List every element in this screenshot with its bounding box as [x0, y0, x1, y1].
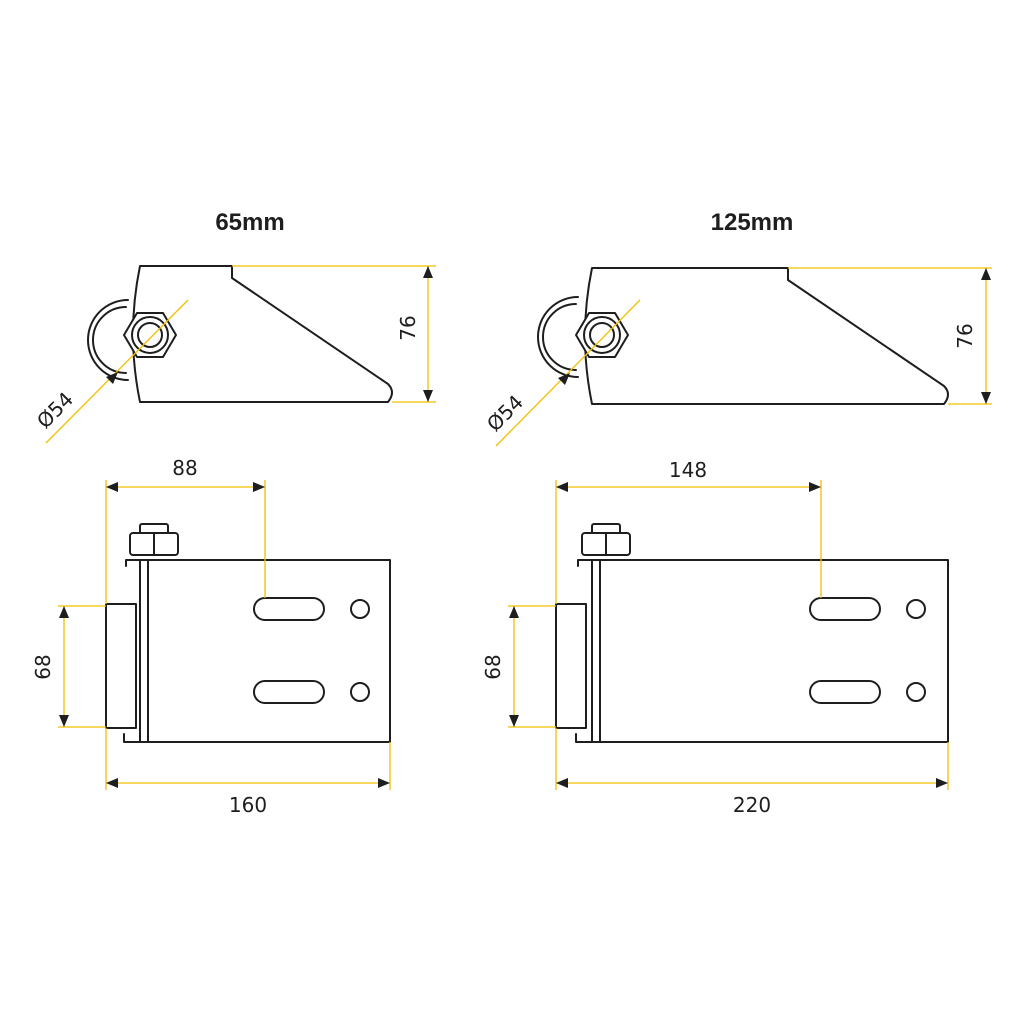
bracket-body: [591, 559, 949, 743]
upper-hole: [906, 599, 926, 619]
height-label: 68: [31, 654, 55, 679]
top-view: 88 68 160: [31, 456, 391, 817]
lower-hole: [906, 682, 926, 702]
length-arrowhead-left: [556, 778, 568, 788]
height-arrowhead-bottom: [509, 715, 519, 727]
slot-distance-arrowhead-left: [106, 482, 118, 492]
wheel-profile: [105, 603, 137, 729]
bracket-plate-outline: [132, 265, 393, 403]
wheel-profile: [555, 603, 587, 729]
axle-circle: [589, 322, 615, 348]
length-label: 160: [229, 793, 267, 817]
height-arrowhead-top: [423, 266, 433, 278]
slot-distance-arrowhead-left: [556, 482, 568, 492]
slot-distance-arrowhead-right: [253, 482, 265, 492]
upper-slot: [809, 597, 881, 621]
diameter-label: Ø54: [32, 387, 78, 433]
lower-slot: [809, 680, 881, 704]
height-arrowhead-top: [59, 606, 69, 618]
wheel-inner-arc: [92, 306, 127, 374]
side-view: Ø54 76: [32, 265, 436, 444]
nut-washer-circle: [131, 316, 169, 354]
length-arrowhead-left: [106, 778, 118, 788]
height-arrowhead-bottom: [59, 715, 69, 727]
length-arrowhead-right: [378, 778, 390, 788]
upper-hole: [350, 599, 370, 619]
axle-circle: [137, 322, 163, 348]
height-label: 68: [481, 654, 505, 679]
side-view: Ø54 76: [482, 267, 992, 447]
variant-65mm: 65mm Ø54 76: [31, 209, 436, 817]
variant-title: 65mm: [215, 209, 284, 236]
height-label: 76: [953, 323, 977, 348]
lower-slot: [253, 680, 325, 704]
height-arrowhead-bottom: [423, 390, 433, 402]
height-arrowhead-bottom: [981, 392, 991, 404]
variant-125mm: 125mm Ø54 76: [481, 209, 992, 817]
bracket-plate-outline: [584, 267, 949, 405]
diameter-arrowhead: [558, 373, 570, 385]
diameter-dimension-line: [495, 299, 641, 447]
lower-hole: [350, 682, 370, 702]
slot-distance-arrowhead-right: [809, 482, 821, 492]
wheel-arc: [537, 296, 579, 378]
height-arrowhead-top: [981, 268, 991, 280]
length-label: 220: [733, 793, 771, 817]
variant-title: 125mm: [711, 209, 794, 236]
slot-distance-label: 88: [172, 456, 197, 480]
upper-slot: [253, 597, 325, 621]
height-label: 76: [396, 315, 420, 340]
slot-distance-label: 148: [669, 458, 707, 482]
length-arrowhead-right: [936, 778, 948, 788]
diameter-dimension-line: [45, 299, 189, 444]
diameter-arrowhead: [106, 372, 118, 384]
wheel-inner-arc: [542, 303, 577, 371]
diameter-label: Ø54: [482, 390, 528, 436]
height-arrowhead-top: [509, 606, 519, 618]
nut-washer-circle: [583, 316, 621, 354]
top-view: 148 68 220: [481, 458, 949, 817]
